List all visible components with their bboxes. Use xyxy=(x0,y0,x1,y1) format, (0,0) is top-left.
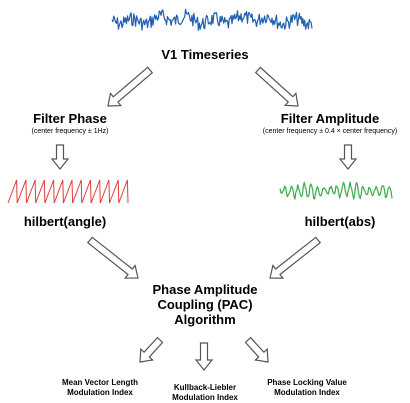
pac-line-2: Coupling (PAC) xyxy=(157,297,253,312)
method-line-2: Modulation Index xyxy=(67,388,133,397)
hilbert-angle-label: hilbert(angle) xyxy=(23,214,107,229)
arrow-phase-filter-down-icon xyxy=(50,144,70,170)
arrow-timeseries-to-phase-icon xyxy=(107,66,154,107)
arrow-pac-to-mvl-icon xyxy=(139,336,164,363)
method-mean-vector-length: Mean Vector Length Modulation Index xyxy=(45,378,155,398)
filter-phase-title: Filter Phase xyxy=(33,111,107,126)
pac-line-1: Phase Amplitude xyxy=(152,282,258,297)
filter-phase-note: (center frequency ± 1Hz) xyxy=(31,128,109,135)
pac-algorithm-label: Phase Amplitude Coupling (PAC) Algorithm xyxy=(105,282,305,327)
pac-line-3: Algorithm xyxy=(174,312,236,327)
phase-sawtooth-trace-icon xyxy=(7,179,129,204)
method-line-2: Modulation Index xyxy=(274,388,340,397)
arrow-amplitude-filter-down-icon xyxy=(338,144,358,170)
method-line-1: Mean Vector Length xyxy=(61,378,138,387)
filter-amplitude-note: (center frequency ± 0.4 × center frequen… xyxy=(262,128,398,135)
arrow-timeseries-to-amplitude-icon xyxy=(254,66,299,107)
timeseries-label: V1 Timeseries xyxy=(161,47,249,62)
arrow-angle-to-pac-icon xyxy=(86,236,139,279)
method-kullback-liebler: Kullback-Liebler Modulation Index xyxy=(150,383,260,403)
hilbert-abs-label: hilbert(abs) xyxy=(304,214,376,229)
arrow-pac-to-kl-icon xyxy=(194,342,214,371)
arrow-abs-to-pac-icon xyxy=(269,236,322,279)
method-line-2: Modulation Index xyxy=(172,393,238,402)
arrow-pac-to-plv-icon xyxy=(244,336,269,363)
method-line-1: Kullback-Liebler xyxy=(173,383,237,392)
filter-amplitude-title: Filter Amplitude xyxy=(280,111,380,126)
timeseries-trace-icon xyxy=(111,8,313,31)
method-line-1: Phase Locking Value xyxy=(267,378,347,387)
method-phase-locking-value: Phase Locking Value Modulation Index xyxy=(252,378,362,398)
amplitude-trace-icon xyxy=(279,181,393,200)
